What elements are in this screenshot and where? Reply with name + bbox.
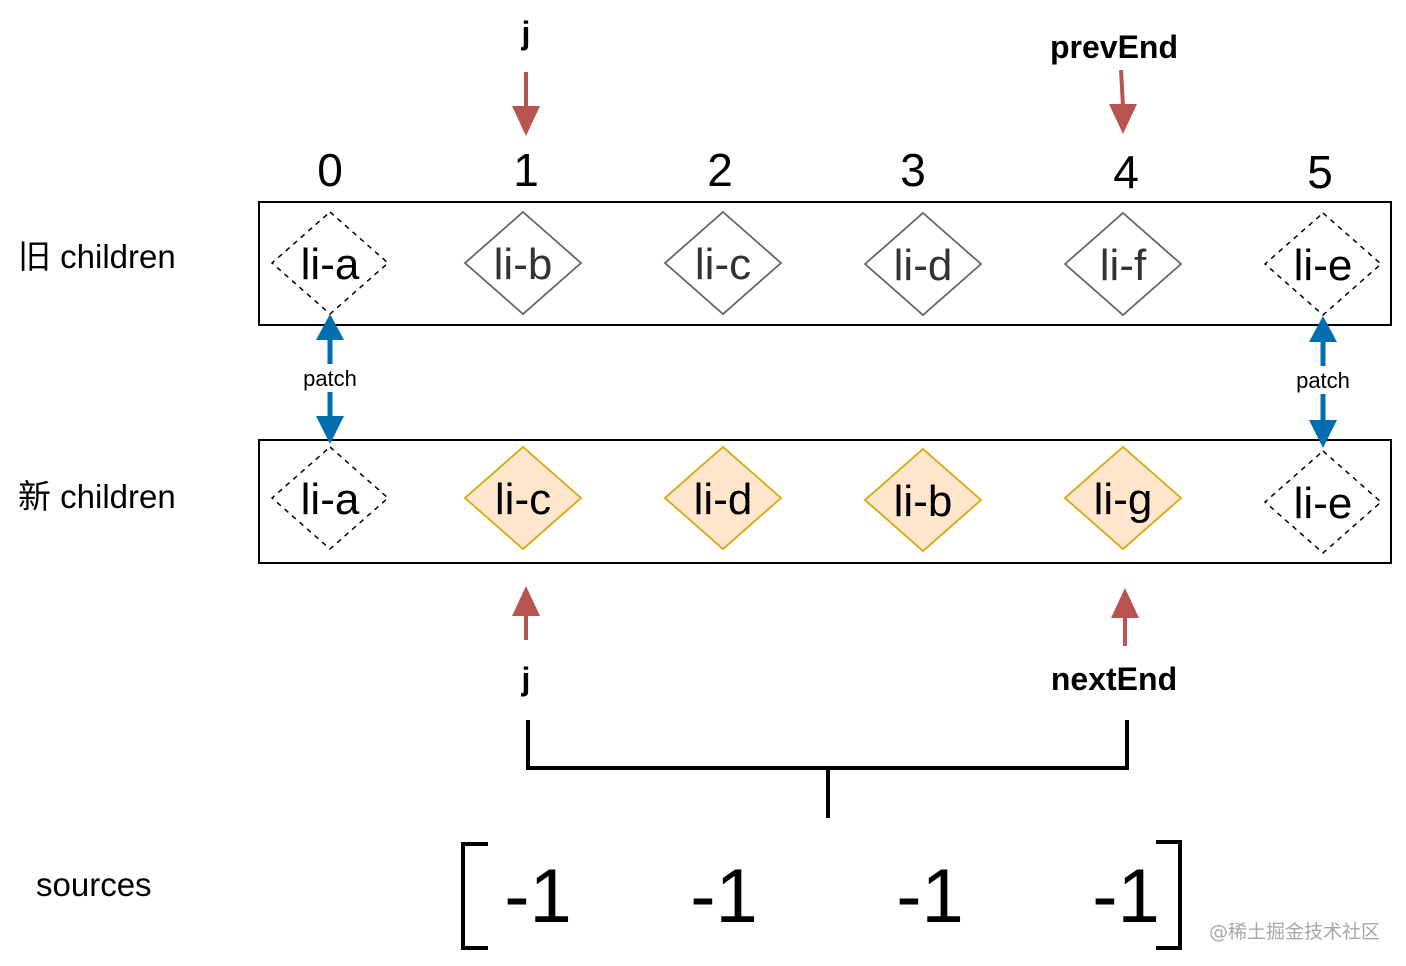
new-node-li-c-label: li-c <box>495 475 551 524</box>
old-node-li-b: li-b <box>463 210 583 316</box>
new-node-li-c: li-c <box>463 445 583 551</box>
new-node-li-d: li-d <box>663 445 783 551</box>
patch-left-arrowhead-up <box>316 314 344 340</box>
new-node-li-b-diamond <box>863 447 983 553</box>
old-node-li-c: li-c <box>663 210 783 316</box>
index-label: 4 <box>1113 146 1139 198</box>
patch-right-arrowhead-down <box>1309 420 1337 448</box>
new-node-li-b: li-b <box>863 447 983 553</box>
old-children-label: 旧 children <box>18 238 176 275</box>
sources-value: -1 <box>690 854 758 939</box>
pointer-prev-end: prevEnd <box>1050 29 1178 134</box>
old-node-li-f-diamond <box>1063 211 1183 317</box>
old-node-li-e-diamond <box>1263 212 1383 316</box>
old-node-li-b-diamond <box>463 210 583 316</box>
sources-left-bracket <box>461 842 488 950</box>
index-labels: 0 1 2 3 4 5 <box>317 144 1333 198</box>
old-node-li-a: li-a <box>270 211 390 315</box>
pointer-prev-end-label: prevEnd <box>1050 29 1178 65</box>
old-node-li-b-label: li-b <box>494 240 553 289</box>
old-node-li-d-label: li-d <box>894 241 953 290</box>
new-node-li-a-diamond <box>270 446 390 550</box>
old-node-li-c-diamond <box>663 210 783 316</box>
old-node-li-e: li-e <box>1263 212 1383 316</box>
patch-right-arrowhead-up <box>1309 316 1337 342</box>
old-node-li-a-label: li-a <box>301 240 360 289</box>
patch-arrow-left: patch <box>303 314 357 444</box>
new-node-li-e: li-e <box>1263 450 1383 554</box>
pointer-j-bottom: j <box>512 586 540 697</box>
new-node-li-d-label: li-d <box>694 475 753 524</box>
pointer-next-end-label: nextEnd <box>1051 661 1177 697</box>
index-label: 0 <box>317 144 343 196</box>
old-node-li-c-label: li-c <box>695 240 751 289</box>
patch-left-label: patch <box>303 366 357 391</box>
pointer-next-end-arrowhead <box>1111 588 1139 618</box>
sources-value: -1 <box>1092 854 1160 939</box>
index-label: 2 <box>707 144 733 196</box>
index-label: 5 <box>1307 146 1333 198</box>
old-children-container <box>258 201 1392 326</box>
new-children-container <box>258 439 1392 564</box>
pointer-j-top: j <box>512 15 540 136</box>
sources-value: -1 <box>896 854 964 939</box>
index-label: 1 <box>513 144 539 196</box>
old-children-nodes: li-a li-b li-c li-d li-f li-e <box>270 210 1383 317</box>
new-node-li-e-diamond <box>1263 450 1383 554</box>
pointer-prev-end-arrowhead <box>1109 104 1137 134</box>
new-node-li-g-label: li-g <box>1094 475 1153 524</box>
new-node-li-b-label: li-b <box>894 477 953 526</box>
pointer-j-top-arrowhead <box>512 106 540 136</box>
pointer-j-bottom-arrowhead <box>512 586 540 616</box>
new-node-li-g: li-g <box>1063 445 1183 551</box>
new-children-label: 新 children <box>18 478 176 515</box>
new-node-li-a: li-a <box>270 446 390 550</box>
sources-label: sources <box>36 866 152 903</box>
new-node-li-e-label: li-e <box>1294 479 1353 528</box>
new-node-li-c-diamond <box>463 445 583 551</box>
pointer-j-bottom-label: j <box>521 661 531 697</box>
index-label: 3 <box>900 144 926 196</box>
watermark: @稀土掘金技术社区 <box>1209 921 1380 943</box>
new-node-li-d-diamond <box>663 445 783 551</box>
sources-value: -1 <box>504 854 572 939</box>
patch-arrow-right: patch <box>1296 316 1350 448</box>
old-node-li-f: li-f <box>1063 211 1183 317</box>
new-node-li-a-label: li-a <box>301 475 360 524</box>
sources-right-bracket <box>1156 840 1182 950</box>
old-node-li-d: li-d <box>863 211 983 317</box>
patch-right-label: patch <box>1296 368 1350 393</box>
old-node-li-e-label: li-e <box>1294 241 1353 290</box>
pointer-next-end: nextEnd <box>1051 588 1177 697</box>
pointer-j-top-label: j <box>521 15 531 51</box>
new-node-li-g-diamond <box>1063 445 1183 551</box>
pointer-prev-end-shaft <box>1119 69 1125 107</box>
old-node-li-d-diamond <box>863 211 983 317</box>
old-node-li-f-label: li-f <box>1100 241 1147 290</box>
new-children-nodes: li-a li-c li-d li-b li-g li-e <box>270 445 1383 554</box>
patch-left-arrowhead-down <box>316 416 344 444</box>
range-bracket <box>526 720 1129 770</box>
sources-values: -1 -1 -1 -1 <box>504 854 1160 939</box>
